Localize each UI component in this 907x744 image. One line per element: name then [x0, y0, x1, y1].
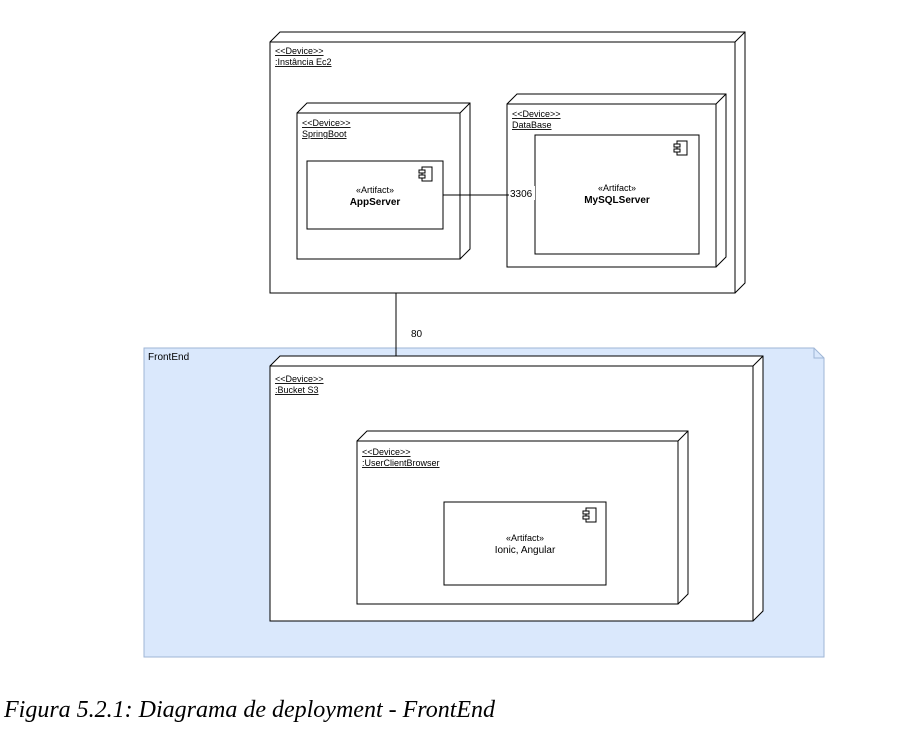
frontend-package-label: FrontEnd	[148, 352, 189, 363]
ionic-name: Ionic, Angular	[495, 545, 556, 556]
db-connection: 3306	[443, 186, 535, 200]
springboot-name: SpringBoot	[302, 129, 347, 139]
bucket-name: :Bucket S3	[275, 385, 319, 395]
component-icon	[673, 140, 688, 156]
browser-name: :UserClientBrowser	[362, 458, 440, 468]
database-stereotype: <<Device>>	[512, 109, 561, 119]
appserver-stereotype: «Artifact»	[356, 185, 394, 195]
springboot-stereotype: <<Device>>	[302, 118, 351, 128]
mysql-artifact[interactable]: «Artifact» MySQLServer	[534, 134, 700, 255]
bucket-stereotype: <<Device>>	[275, 374, 324, 384]
mysql-name: MySQLServer	[584, 195, 650, 206]
db-port-label: 3306	[510, 189, 533, 200]
database-name: DataBase	[512, 120, 552, 130]
browser-stereotype: <<Device>>	[362, 447, 411, 457]
mysql-stereotype: «Artifact»	[598, 183, 636, 193]
appserver-artifact[interactable]: «Artifact» AppServer	[306, 160, 444, 230]
figure-caption: Figura 5.2.1: Diagrama de deployment - F…	[4, 697, 496, 723]
appserver-name: AppServer	[350, 197, 401, 208]
ec2-name: :Instância Ec2	[275, 57, 332, 67]
http-port-label: 80	[411, 329, 423, 340]
http-connection: 80	[395, 293, 423, 366]
ionic-artifact[interactable]: «Artifact» Ionic, Angular	[443, 501, 607, 586]
component-icon	[418, 166, 433, 182]
component-icon	[582, 507, 597, 523]
ionic-stereotype: «Artifact»	[506, 533, 544, 543]
ec2-stereotype: <<Device>>	[275, 46, 324, 56]
